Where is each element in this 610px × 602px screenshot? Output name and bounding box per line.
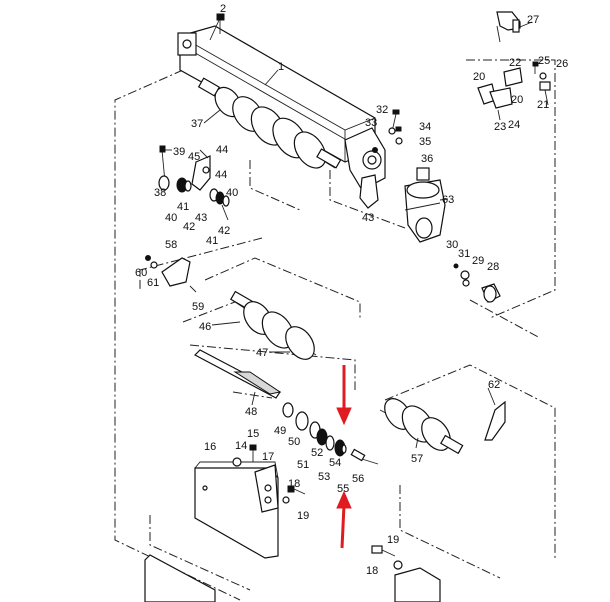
callout-31: 31 xyxy=(458,248,470,260)
callout-46: 46 xyxy=(199,321,211,333)
callout-33: 33 xyxy=(365,117,377,129)
cover-plate xyxy=(145,255,197,293)
upper-auger xyxy=(197,77,342,169)
callout-23: 23 xyxy=(494,121,506,133)
lower-left-plate xyxy=(144,554,216,602)
callout-45: 45 xyxy=(188,151,200,163)
callout-17: 17 xyxy=(262,451,274,463)
callout-63: 63 xyxy=(442,194,454,206)
callout-38: 38 xyxy=(154,187,166,199)
drive-shaft xyxy=(194,349,282,399)
callout-60: 60 xyxy=(135,267,147,279)
mounting-bracket xyxy=(194,461,279,559)
arrow-down-icon xyxy=(336,407,352,426)
callout-50: 50 xyxy=(288,436,300,448)
drive-bracket xyxy=(344,127,386,209)
callout-39: 39 xyxy=(173,146,185,158)
callout-21: 21 xyxy=(537,99,549,111)
arrow-up-icon xyxy=(336,490,352,509)
callout-16: 16 xyxy=(204,441,216,453)
lower-auger xyxy=(379,398,464,455)
callout-41a: 41 xyxy=(177,201,189,213)
lower-right-bracket xyxy=(394,567,441,602)
callout-20b: 20 xyxy=(511,94,523,106)
left-bearing-set xyxy=(158,145,230,207)
latch-assembly xyxy=(477,61,551,121)
callout-56: 56 xyxy=(352,473,364,485)
callout-29: 29 xyxy=(472,255,484,267)
paddle xyxy=(484,400,506,441)
callout-36: 36 xyxy=(421,153,433,165)
callout-34: 34 xyxy=(419,121,431,133)
callout-61: 61 xyxy=(147,277,159,289)
callout-19b: 19 xyxy=(387,534,399,546)
callout-26: 26 xyxy=(556,58,568,70)
part-callouts: 2 1 27 22 25 26 20 20 21 23 24 37 32 33 … xyxy=(135,3,568,577)
callout-25: 25 xyxy=(538,55,550,67)
callout-35: 35 xyxy=(419,136,431,148)
callout-44b: 44 xyxy=(215,169,227,181)
callout-41b: 41 xyxy=(206,235,218,247)
shaft-pin-parts xyxy=(453,263,501,303)
callout-14: 14 xyxy=(235,440,247,452)
callout-27: 27 xyxy=(527,14,539,26)
callout-19a: 19 xyxy=(297,510,309,522)
callout-57: 57 xyxy=(411,453,423,465)
callout-37: 37 xyxy=(191,118,203,130)
callout-1: 1 xyxy=(278,61,284,73)
callout-40b: 40 xyxy=(165,212,177,224)
callout-53: 53 xyxy=(318,471,330,483)
callout-18b: 18 xyxy=(366,565,378,577)
callout-51: 51 xyxy=(297,459,309,471)
callout-49: 49 xyxy=(274,425,286,437)
lever-handle xyxy=(496,11,533,43)
callout-2: 2 xyxy=(220,3,226,15)
callout-52: 52 xyxy=(311,447,323,459)
callout-24: 24 xyxy=(508,119,520,131)
callout-18a: 18 xyxy=(288,478,300,490)
callout-54: 54 xyxy=(329,457,341,469)
callout-43a: 43 xyxy=(195,212,207,224)
callout-22: 22 xyxy=(509,57,521,69)
bolt-top xyxy=(209,13,225,41)
callout-43b: 43 xyxy=(362,212,374,224)
callout-40a: 40 xyxy=(226,187,238,199)
highlight-arrows xyxy=(336,365,352,549)
callout-47: 47 xyxy=(256,347,268,359)
callout-44a: 44 xyxy=(216,144,228,156)
callout-28: 28 xyxy=(487,261,499,273)
callout-55: 55 xyxy=(337,483,349,495)
callout-15: 15 xyxy=(247,428,259,440)
bracket-bolts-lower xyxy=(232,444,403,570)
shaft-bearing-set xyxy=(282,402,379,465)
callout-59: 59 xyxy=(192,301,204,313)
callout-62: 62 xyxy=(488,379,500,391)
callout-48: 48 xyxy=(245,406,257,418)
middle-auger xyxy=(230,290,317,360)
callout-42b: 42 xyxy=(218,225,230,237)
bracket-bolts xyxy=(388,109,403,145)
leader-lines xyxy=(165,69,496,449)
gearbox xyxy=(404,167,446,243)
callout-32: 32 xyxy=(376,104,388,116)
callout-58: 58 xyxy=(165,239,177,251)
callout-42a: 42 xyxy=(183,221,195,233)
callout-30: 30 xyxy=(446,239,458,251)
callout-20a: 20 xyxy=(473,71,485,83)
